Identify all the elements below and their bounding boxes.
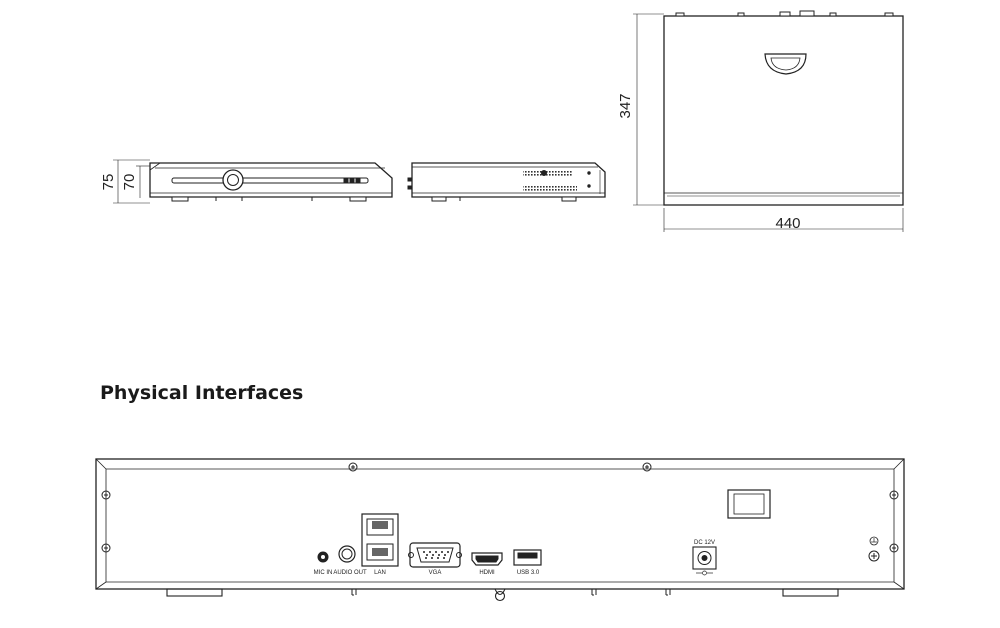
screw-icon: [101, 490, 111, 500]
lan-port[interactable]: [361, 513, 399, 567]
screw-icon: [889, 490, 899, 500]
dim-total-height: 75: [100, 174, 117, 191]
front-view: [113, 159, 393, 204]
section-title: Physical Interfaces: [100, 382, 304, 404]
audio-out-label: AUDIO OUT: [333, 570, 367, 576]
top-view: [633, 10, 904, 232]
hdmi-label: HDMI: [479, 570, 495, 576]
usb-port[interactable]: [513, 549, 542, 566]
screw-icon: [101, 543, 111, 553]
screw-icon: [889, 543, 899, 553]
dim-width: 440: [775, 215, 800, 232]
audio-out-port[interactable]: [338, 545, 356, 563]
rear-panel: [95, 458, 905, 602]
vga-port[interactable]: [408, 542, 462, 568]
dc-power-port[interactable]: [692, 546, 717, 576]
ground-icon: [869, 536, 879, 546]
power-switch[interactable]: [727, 489, 771, 519]
lan-label: LAN: [374, 570, 386, 576]
side-view: [407, 162, 606, 202]
vga-label: VGA: [429, 570, 442, 576]
mic-in-label: MIC IN: [314, 570, 333, 576]
dc-power-label: DC 12V: [694, 540, 715, 546]
usb-label: USB 3.0: [517, 570, 540, 576]
hdmi-port[interactable]: [471, 552, 503, 566]
ground-screw-icon[interactable]: [868, 550, 880, 562]
dim-body-height: 70: [121, 174, 138, 191]
mic-in-port[interactable]: [317, 551, 329, 563]
screw-icon: [348, 462, 358, 472]
dim-depth: 347: [617, 93, 634, 118]
screw-icon: [642, 462, 652, 472]
